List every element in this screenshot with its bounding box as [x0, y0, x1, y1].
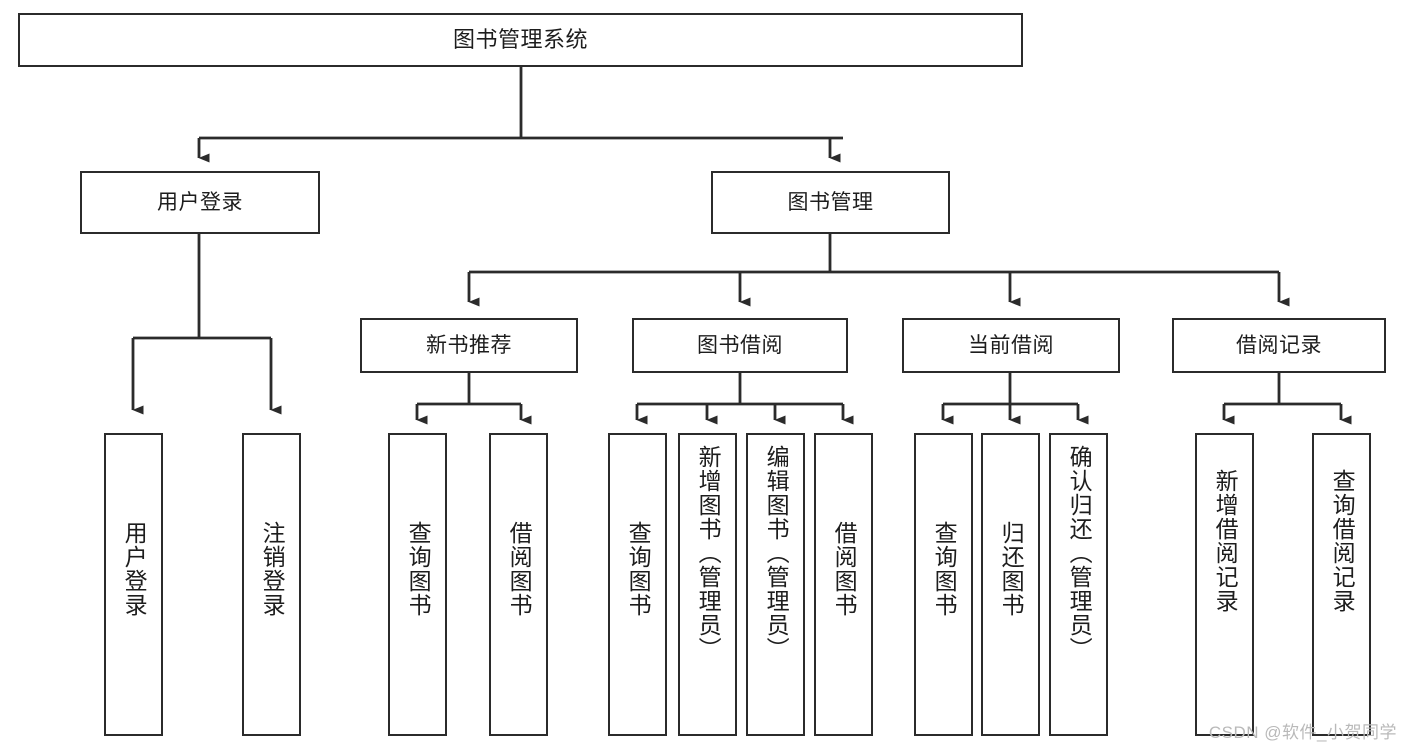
node-leaf-query-book-2[interactable]: 查询图书 — [608, 433, 667, 736]
watermark: CSDN @软件_小贺同学 — [1208, 723, 1397, 742]
node-leaf-add-record[interactable]: 新增借阅记录 — [1195, 433, 1254, 736]
node-leaf-query-book-3-label: 查询图书 — [931, 521, 958, 617]
node-leaf-add-book[interactable]: 新增图书（管理员） — [678, 433, 737, 736]
node-leaf-logout[interactable]: 注销登录 — [242, 433, 301, 736]
node-leaf-query-record[interactable]: 查询借阅记录 — [1312, 433, 1371, 736]
node-root[interactable]: 图书管理系统 — [18, 13, 1023, 67]
node-leaf-edit-book-label: 编辑图书（管理员） — [763, 445, 790, 661]
node-leaf-query-book-1[interactable]: 查询图书 — [388, 433, 447, 736]
node-new-book-recommend-label: 新书推荐 — [426, 333, 512, 357]
node-current-borrow-label: 当前借阅 — [968, 333, 1054, 357]
node-leaf-query-book-1-label: 查询图书 — [405, 521, 432, 617]
node-leaf-return-book-label: 归还图书 — [998, 521, 1025, 617]
node-book-manage[interactable]: 图书管理 — [711, 171, 950, 234]
node-book-manage-label: 图书管理 — [787, 190, 874, 214]
node-user-login[interactable]: 用户登录 — [80, 171, 320, 234]
node-leaf-borrow-book-1[interactable]: 借阅图书 — [489, 433, 548, 736]
node-leaf-user-login-label: 用户登录 — [121, 521, 148, 617]
node-leaf-confirm-return-label: 确认归还（管理员） — [1066, 445, 1093, 661]
node-leaf-borrow-book-2-label: 借阅图书 — [831, 521, 858, 617]
node-leaf-return-book[interactable]: 归还图书 — [981, 433, 1040, 736]
node-book-borrow[interactable]: 图书借阅 — [632, 318, 848, 373]
node-current-borrow[interactable]: 当前借阅 — [902, 318, 1120, 373]
node-leaf-edit-book[interactable]: 编辑图书（管理员） — [746, 433, 805, 736]
node-leaf-query-book-2-label: 查询图书 — [625, 521, 652, 617]
node-leaf-add-record-label: 新增借阅记录 — [1212, 469, 1239, 613]
node-book-borrow-label: 图书借阅 — [697, 333, 783, 357]
node-leaf-query-book-3[interactable]: 查询图书 — [914, 433, 973, 736]
node-leaf-logout-label: 注销登录 — [259, 521, 286, 617]
node-borrow-record[interactable]: 借阅记录 — [1172, 318, 1386, 373]
node-borrow-record-label: 借阅记录 — [1236, 333, 1322, 357]
node-leaf-borrow-book-1-label: 借阅图书 — [506, 521, 533, 617]
node-leaf-borrow-book-2[interactable]: 借阅图书 — [814, 433, 873, 736]
node-user-login-label: 用户登录 — [157, 190, 243, 214]
node-leaf-user-login[interactable]: 用户登录 — [104, 433, 163, 736]
node-leaf-confirm-return[interactable]: 确认归还（管理员） — [1049, 433, 1108, 736]
node-leaf-add-book-label: 新增图书（管理员） — [695, 445, 722, 661]
node-root-label: 图书管理系统 — [452, 26, 588, 52]
node-leaf-query-record-label: 查询借阅记录 — [1329, 469, 1356, 613]
node-new-book-recommend[interactable]: 新书推荐 — [360, 318, 578, 373]
